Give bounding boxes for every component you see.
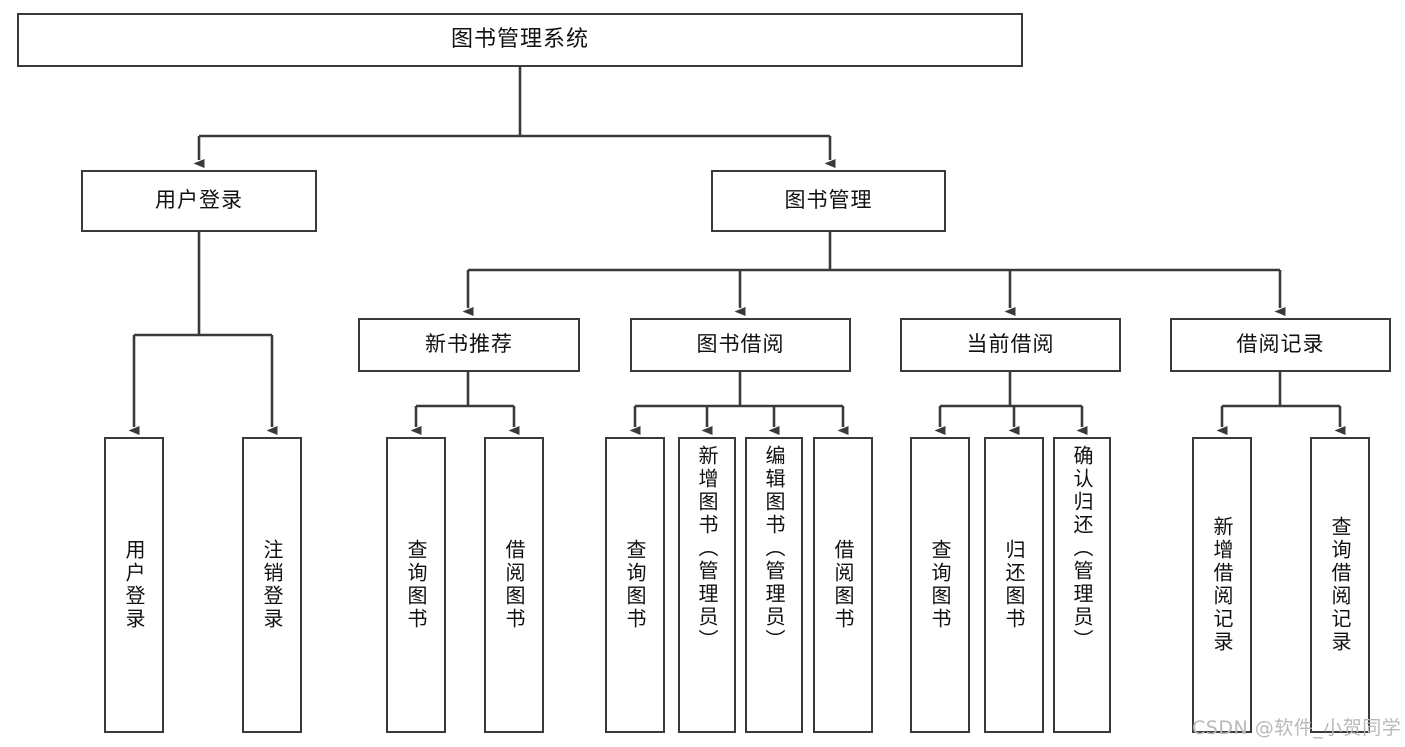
node-root-label: 图书管理系统 [450,26,589,52]
node-leaf-query-borrow-record-label: 查询借阅记录 [1328,516,1352,654]
node-leaf-user-login[interactable]: 用户登录 [104,437,164,733]
node-user-login[interactable]: 用户登录 [81,170,317,232]
node-borrow-record-label: 借阅记录 [1236,332,1325,357]
node-book-manage[interactable]: 图书管理 [711,170,946,232]
node-leaf-edit-book[interactable]: 编辑图书（管理员） [745,437,803,733]
node-leaf-query-book-borrow-label: 查询图书 [623,539,647,631]
node-current-borrow[interactable]: 当前借阅 [900,318,1121,372]
node-leaf-edit-book-label: 编辑图书（管理员） [762,445,786,652]
node-current-borrow-label: 当前借阅 [966,332,1055,357]
node-leaf-return-book[interactable]: 归还图书 [984,437,1044,733]
node-user-login-label: 用户登录 [155,188,243,213]
node-new-book-rec-label: 新书推荐 [425,332,513,357]
node-leaf-confirm-return-label: 确认归还（管理员） [1070,445,1094,652]
node-leaf-borrow-book-rec-label: 借阅图书 [502,539,526,631]
node-leaf-query-book-borrow[interactable]: 查询图书 [605,437,665,733]
node-leaf-add-borrow-record[interactable]: 新增借阅记录 [1192,437,1252,733]
node-leaf-confirm-return[interactable]: 确认归还（管理员） [1053,437,1111,733]
node-leaf-user-logout-label: 注销登录 [260,539,284,631]
node-leaf-add-book-label: 新增图书（管理员） [695,445,719,652]
node-leaf-query-book-rec[interactable]: 查询图书 [386,437,446,733]
node-leaf-borrow-book-label: 借阅图书 [831,539,855,631]
node-leaf-user-logout[interactable]: 注销登录 [242,437,302,733]
node-root[interactable]: 图书管理系统 [17,13,1023,67]
node-leaf-borrow-book-rec[interactable]: 借阅图书 [484,437,544,733]
node-book-borrow-label: 图书借阅 [696,332,785,357]
node-leaf-return-book-label: 归还图书 [1002,539,1026,631]
node-leaf-borrow-book[interactable]: 借阅图书 [813,437,873,733]
node-leaf-query-book-current[interactable]: 查询图书 [910,437,970,733]
node-book-manage-label: 图书管理 [784,188,873,213]
node-borrow-record[interactable]: 借阅记录 [1170,318,1391,372]
node-leaf-user-login-label: 用户登录 [122,539,146,631]
node-leaf-query-book-rec-label: 查询图书 [404,539,428,631]
node-leaf-add-book[interactable]: 新增图书（管理员） [678,437,736,733]
node-leaf-add-borrow-record-label: 新增借阅记录 [1210,516,1234,654]
node-book-borrow[interactable]: 图书借阅 [630,318,851,372]
watermark-text: CSDN @软件_小贺同学 [1192,717,1402,739]
node-new-book-rec[interactable]: 新书推荐 [358,318,580,372]
node-leaf-query-borrow-record[interactable]: 查询借阅记录 [1310,437,1370,733]
node-leaf-query-book-current-label: 查询图书 [928,539,952,631]
